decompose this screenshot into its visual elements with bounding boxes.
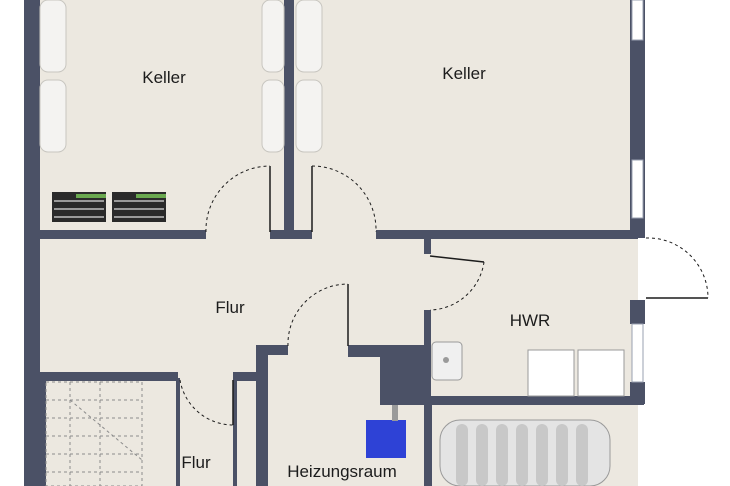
radiators-left: [39, 0, 285, 153]
boiler-pipe: [392, 405, 398, 421]
washing-machine: [527, 349, 575, 397]
staircase: [45, 381, 143, 486]
room-label-heizungsraum: Heizungsraum: [287, 462, 397, 481]
room-label-flur-lower: Flur: [181, 453, 211, 472]
dryer: [577, 349, 625, 397]
doors: [179, 165, 709, 426]
wine-racks: [52, 192, 166, 222]
partitions: [176, 378, 237, 486]
windows: [631, 0, 644, 383]
hwr-fixtures: [431, 341, 625, 397]
walls: [24, 0, 645, 486]
radiators-right: [295, 0, 323, 153]
oil-tank: [439, 419, 611, 486]
boiler-unit: [366, 420, 406, 458]
floor-area: [38, 0, 638, 486]
room-label-keller-left: Keller: [142, 68, 186, 87]
room-label-flur-main: Flur: [215, 298, 245, 317]
room-label-hwr: HWR: [510, 311, 551, 330]
room-label-keller-right: Keller: [442, 64, 486, 83]
